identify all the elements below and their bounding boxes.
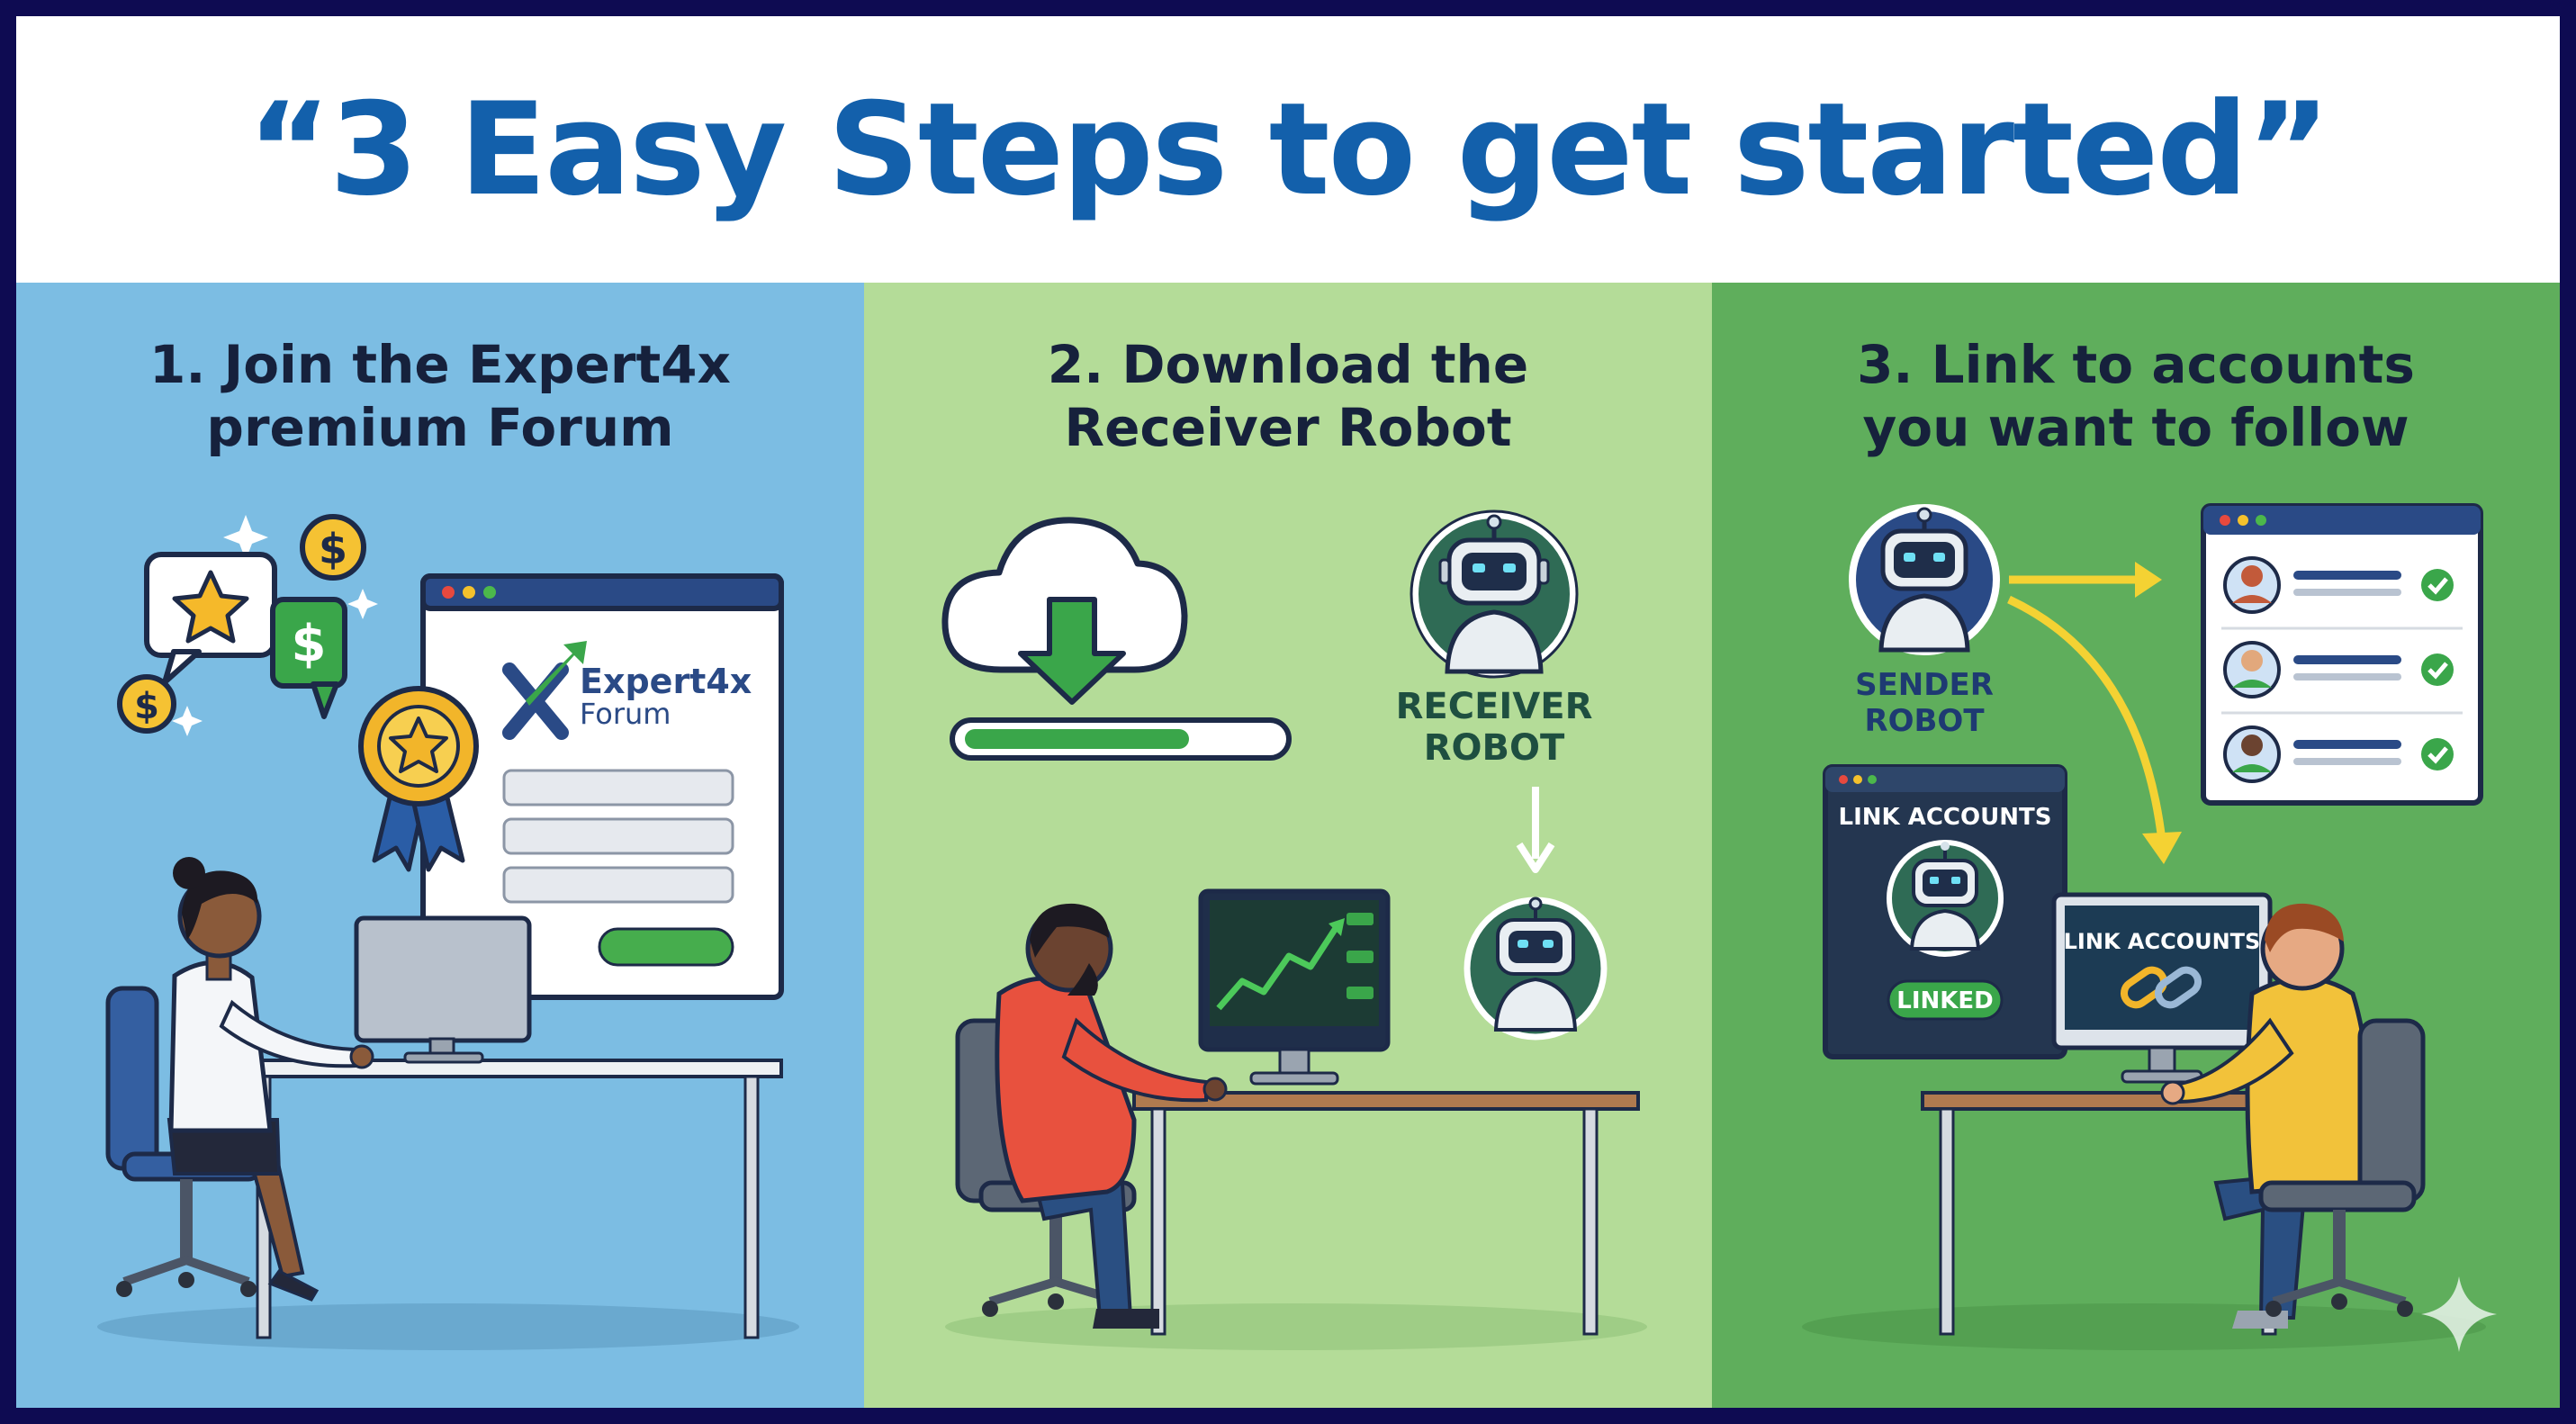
linked-status-text: LINKED: [1896, 987, 1994, 1014]
sender-robot-icon: [1849, 504, 2000, 655]
star-chat-icon: [144, 552, 277, 685]
check-icon: [2421, 653, 2454, 686]
sparkle-icon: [223, 515, 268, 560]
step-1-heading: 1. Join the Expert4x premium Forum: [149, 334, 731, 458]
trading-monitor: [1198, 888, 1391, 1086]
robot-icon: [1887, 840, 2004, 957]
sparkle-icon: [347, 589, 378, 619]
down-arrow-icon: [1516, 787, 1555, 873]
download-progress-bar: [950, 717, 1292, 761]
check-icon: [2421, 569, 2454, 601]
sparkle-icon: [2421, 1276, 2497, 1352]
sparkle-icon: [172, 706, 203, 736]
svg-text:$: $: [134, 686, 159, 727]
desk: [239, 1059, 783, 1339]
join-button[interactable]: [598, 927, 734, 967]
receiver-robot-label-1: RECEIVER: [1396, 686, 1593, 727]
dollar-coin-icon: $: [117, 674, 176, 734]
step-2-illustration: RECEIVER ROBOT: [941, 509, 1647, 1350]
floor-shadow: [945, 1303, 1647, 1350]
dollar-chat-icon: $: [270, 597, 347, 719]
linked-status-badge: [1887, 979, 2004, 1021]
page-title: “3 Easy Steps to get started”: [247, 75, 2331, 224]
step-3-panel: 3. Link to accounts you want to follow S…: [1712, 283, 2560, 1408]
link-arrow-icon: [2007, 562, 2182, 864]
sender-robot-label-2: ROBOT: [1864, 703, 1985, 739]
receiver-robot-label-2: ROBOT: [1424, 727, 1565, 769]
infographic: “3 Easy Steps to get started” 1. Join th…: [16, 16, 2560, 1408]
expert4x-logo-icon: [502, 641, 587, 740]
step-3-illustration: SENDER ROBOT: [1802, 503, 2497, 1352]
account-row[interactable]: [2223, 641, 2454, 698]
dollar-coin-icon: $: [300, 514, 366, 581]
woman-at-computer: [167, 857, 374, 1302]
computer-monitor: [354, 915, 532, 1064]
download-progress-fill: [965, 729, 1189, 749]
man-at-computer: [995, 903, 1228, 1329]
check-icon: [2421, 738, 2454, 771]
link-accounts-panel: LINK ACCOUNTS LINKED: [1823, 764, 2067, 1059]
step-1-panel: 1. Join the Expert4x premium Forum $: [16, 283, 864, 1408]
office-chair: [2258, 1018, 2426, 1317]
floor-shadow: [97, 1303, 799, 1350]
forum-logo-sub: Forum: [580, 697, 671, 731]
password-field[interactable]: [502, 866, 734, 904]
svg-text:$: $: [292, 615, 327, 673]
cloud-download-icon: [941, 517, 1188, 705]
step-2-heading: 2. Download the Receiver Robot: [1047, 334, 1529, 458]
man-at-computer: [2160, 903, 2371, 1329]
forum-browser-window: Expert4x Forum: [420, 573, 784, 1000]
followed-accounts-window: [2201, 503, 2483, 806]
step-1-illustration: $ $ $: [97, 514, 799, 1350]
account-row[interactable]: [2223, 726, 2454, 783]
link-accounts-panel-title: LINK ACCOUNTS: [1839, 804, 2052, 831]
username-field[interactable]: [502, 769, 734, 807]
receiver-robot-icon: [1410, 509, 1579, 679]
account-row[interactable]: [2223, 556, 2454, 614]
floor-shadow: [1802, 1303, 2486, 1350]
step-2-panel: 2. Download the Receiver Robot: [864, 283, 1712, 1408]
forum-logo-name: Expert4x: [580, 662, 752, 701]
robot-icon: [1464, 897, 1608, 1041]
step-3-heading: 3. Link to accounts you want to follow: [1857, 334, 2415, 458]
desk: [1132, 1091, 1640, 1336]
sender-robot-label-1: SENDER: [1855, 667, 1994, 703]
svg-text:$: $: [319, 525, 347, 573]
chain-link-icon: [2120, 966, 2202, 1009]
email-field[interactable]: [502, 817, 734, 855]
award-badge-icon: [358, 686, 479, 872]
title-bar: “3 Easy Steps to get started”: [16, 16, 2560, 283]
link-accounts-monitor: LINK ACCOUNTS: [2051, 892, 2273, 1084]
office-chair: [105, 986, 262, 1297]
monitor-title: LINK ACCOUNTS: [2064, 929, 2261, 954]
